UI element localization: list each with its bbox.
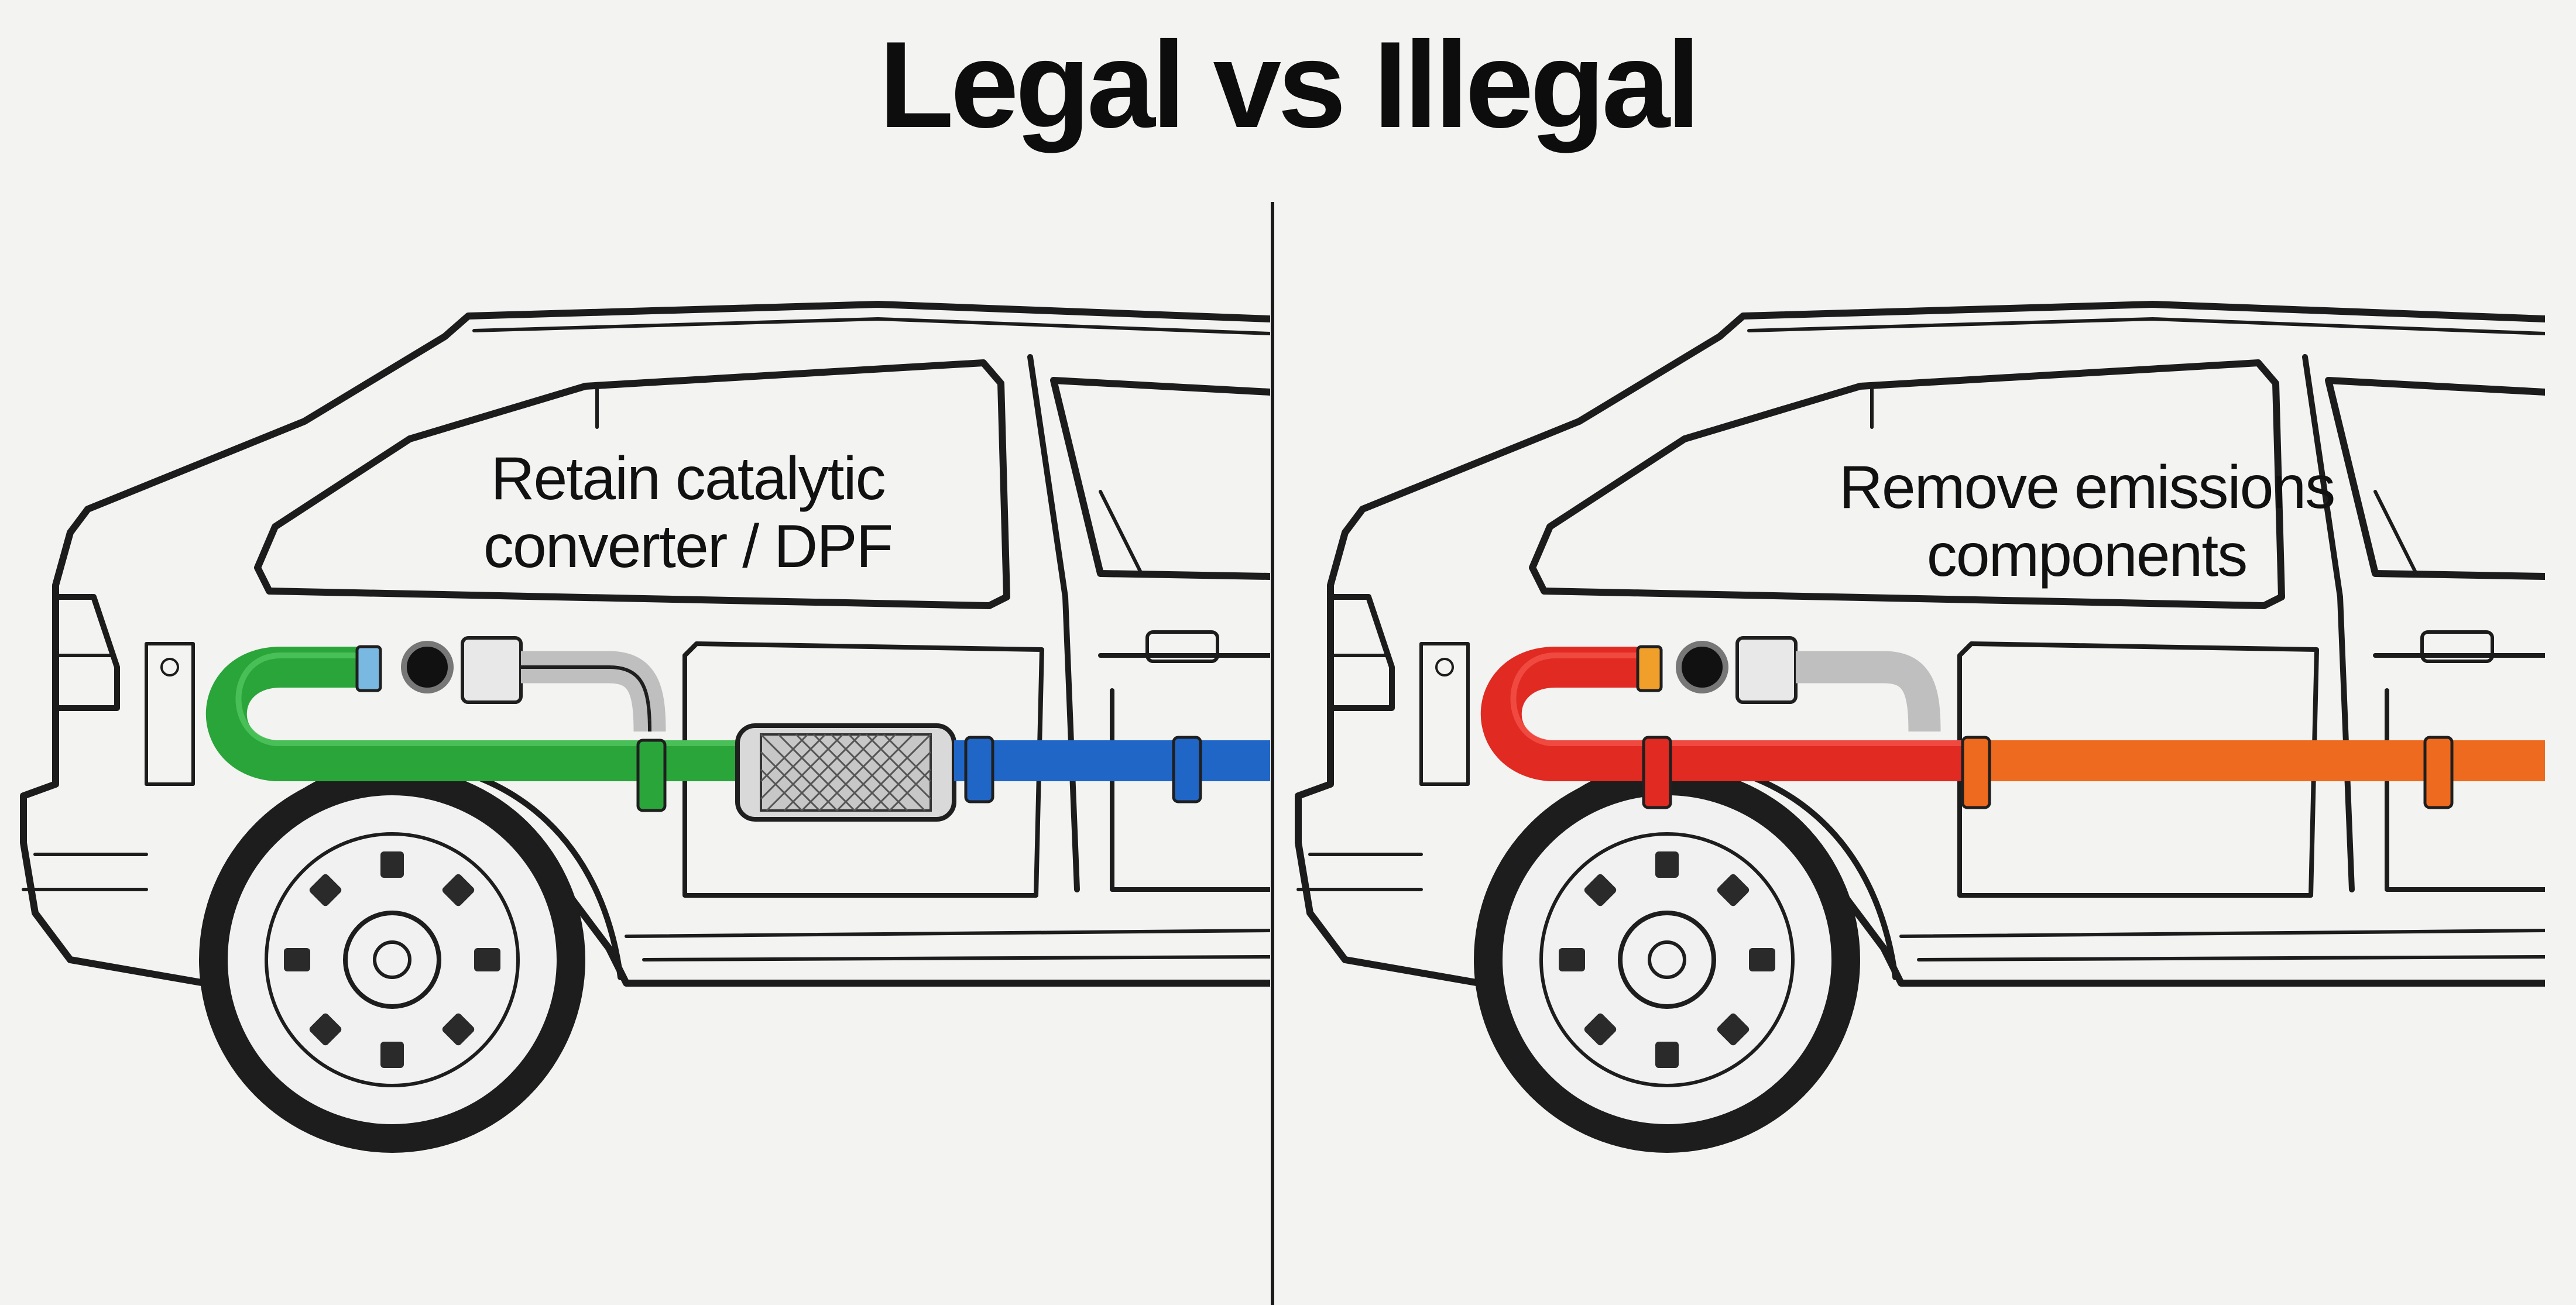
car-illustration-legal — [20, 301, 1270, 1153]
illegal-caption-line2: components — [1926, 521, 2248, 590]
legal-caption: Retain catalytic converter / DPF — [337, 445, 1039, 581]
rear-window — [254, 359, 1010, 609]
tail-light — [53, 594, 120, 711]
car-illustration-illegal — [1295, 301, 2545, 1153]
exhaust-pipe-front — [1480, 647, 1977, 781]
page-title: Legal vs Illegal — [879, 16, 1701, 153]
car-body-outline — [1295, 301, 2545, 987]
illegal-caption: Remove emissions components — [1788, 454, 2385, 590]
front-window — [2325, 377, 2545, 580]
exhaust-system-legal — [205, 636, 1270, 822]
rear-window — [1529, 359, 2285, 609]
legal-caption-line1: Retain catalytic — [490, 445, 886, 513]
exhaust-pipe-front — [205, 647, 761, 781]
panel-divider — [1271, 202, 1274, 1305]
car-body-outline — [20, 301, 1270, 987]
tail-light — [1328, 594, 1395, 711]
front-window — [1050, 377, 1270, 580]
rear-wheel — [199, 767, 585, 1153]
illegal-panel: Remove emissions components — [1275, 246, 2545, 1305]
exhaust-system-illegal — [1480, 636, 2545, 809]
rear-wheel — [1474, 767, 1860, 1153]
legal-caption-line2: converter / DPF — [483, 513, 893, 581]
illegal-caption-line1: Remove emissions — [1838, 454, 2336, 521]
catalytic-converter-dpf — [735, 723, 956, 822]
legal-panel: Retain catalytic converter / DPF — [0, 246, 1270, 1305]
